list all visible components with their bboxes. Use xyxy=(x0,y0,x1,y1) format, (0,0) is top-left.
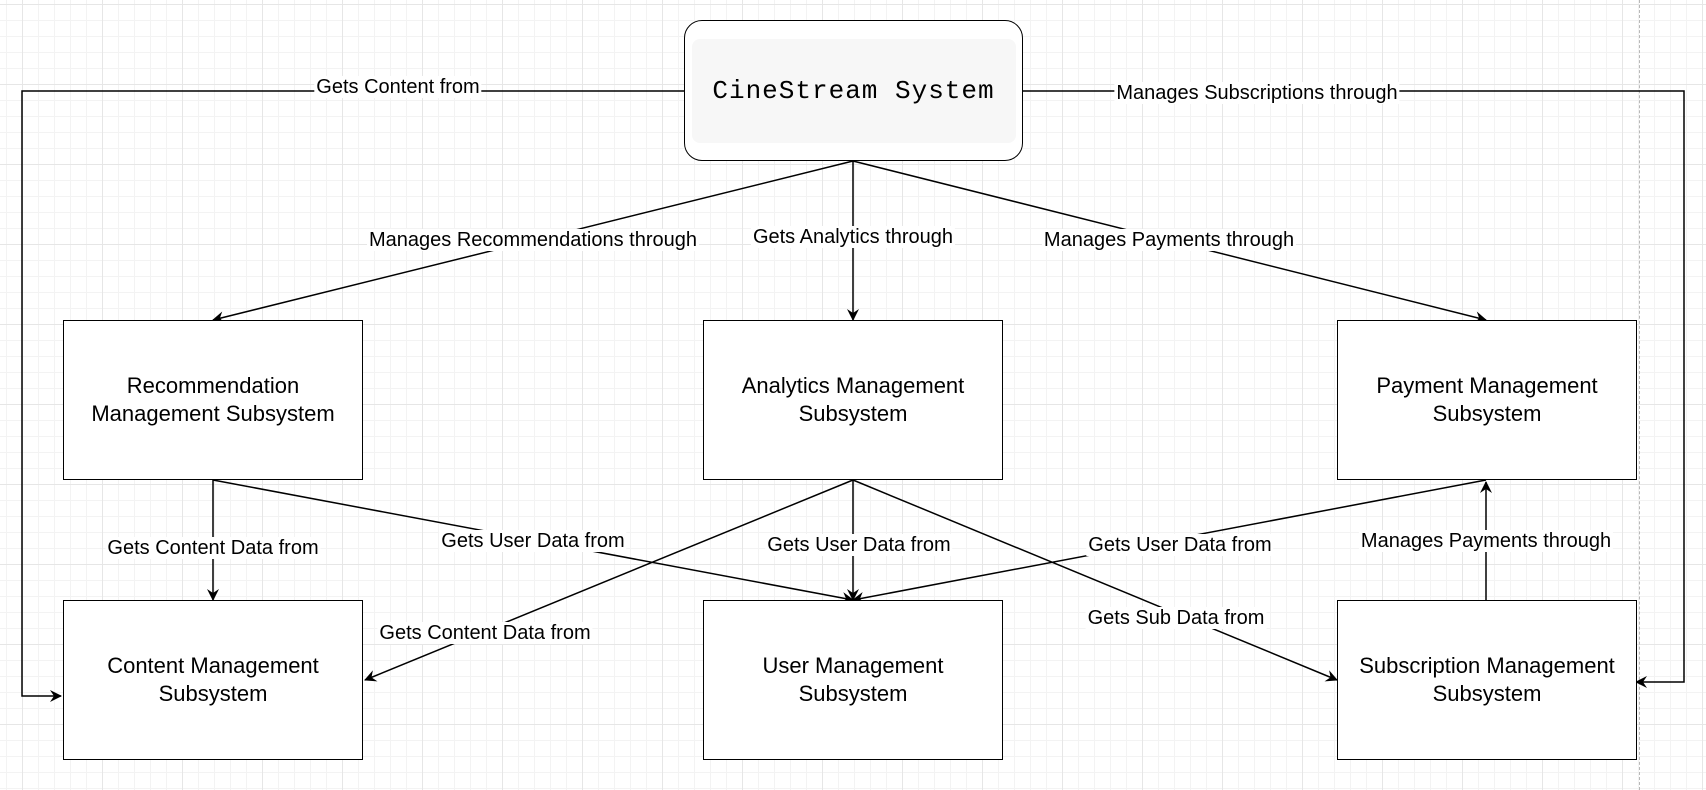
analytics-management-label: Analytics Management Subsystem xyxy=(741,373,965,426)
subscription-management-node: Subscription Management Subsystem xyxy=(1337,600,1637,760)
edge-label-payment-user: Gets User Data from xyxy=(1086,534,1274,556)
payment-management-node: Payment Management Subsystem xyxy=(1337,320,1637,480)
edge-label-analytics-content: Gets Content Data from xyxy=(377,622,593,644)
payment-management-label: Payment Management Subsystem xyxy=(1376,373,1598,426)
cinestream-system-label: CineStream System xyxy=(691,38,1016,143)
content-management-label: Content Management Subsystem xyxy=(107,653,319,706)
edge-label-subscription-payment: Manages Payments through xyxy=(1358,530,1614,552)
edge-label-recommendation-user: Gets User Data from xyxy=(439,530,627,552)
content-management-node: Content Management Subsystem xyxy=(63,600,363,760)
subscription-management-label: Subscription Management Subsystem xyxy=(1359,653,1615,706)
page-boundary-guide xyxy=(1639,0,1640,790)
cinestream-system-node: CineStream System xyxy=(684,20,1023,161)
edge-label-analytics-user: Gets User Data from xyxy=(765,534,953,556)
edge-analytics-to-content xyxy=(364,479,854,682)
edge-label-root-subscription: Manages Subscriptions through xyxy=(1114,82,1400,104)
edge-label-root-payment: Manages Payments through xyxy=(1041,229,1297,251)
user-management-label: User Management Subsystem xyxy=(762,653,944,706)
edge-label-recommendation-content: Gets Content Data from xyxy=(105,537,321,559)
edge-analytics-to-subscription xyxy=(852,479,1338,682)
analytics-management-node: Analytics Management Subsystem xyxy=(703,320,1003,480)
recommendation-management-label: Recommendation Management Subsystem xyxy=(91,373,335,426)
recommendation-management-node: Recommendation Management Subsystem xyxy=(63,320,363,480)
edge-label-root-analytics: Gets Analytics through xyxy=(750,226,956,248)
edge-label-root-content: Gets Content from xyxy=(314,76,482,98)
user-management-node: User Management Subsystem xyxy=(703,600,1003,760)
edge-label-analytics-subscription: Gets Sub Data from xyxy=(1085,607,1267,629)
edge-label-root-recommendation: Manages Recommendations through xyxy=(367,229,699,251)
